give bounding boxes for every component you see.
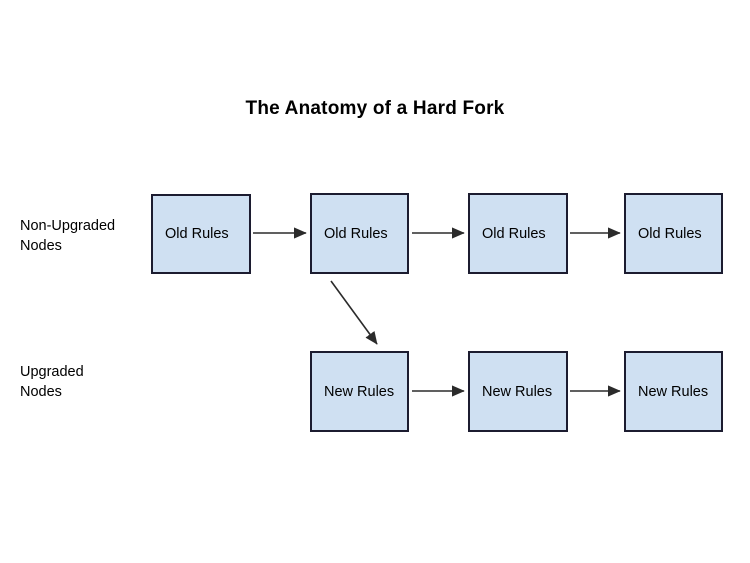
row-label-non-upgraded-nodes: Non-Upgraded Nodes (20, 218, 116, 254)
node-old-rules-4-label: Old Rules (638, 225, 702, 242)
node-old-rules-3-label: Old Rules (482, 225, 546, 242)
node-old-rules-2-label: Old Rules (324, 225, 388, 242)
arrow-fork-old-rules-2-to-new-rules-1 (330, 280, 378, 345)
page-title: The Anatomy of a Hard Fork (245, 98, 505, 119)
node-new-rules-3[interactable]: New Rules (624, 351, 723, 432)
row-label-upgraded-nodes: Upgraded Nodes (20, 364, 84, 400)
node-old-rules-1[interactable]: Old Rules (151, 194, 251, 274)
node-old-rules-4[interactable]: Old Rules (624, 193, 723, 274)
node-old-rules-2[interactable]: Old Rules (310, 193, 409, 274)
node-old-rules-1-label: Old Rules (165, 226, 229, 242)
node-new-rules-1[interactable]: New Rules (310, 351, 409, 432)
node-new-rules-2-label: New Rules (482, 383, 553, 400)
node-new-rules-1-label: New Rules (324, 383, 395, 400)
node-new-rules-3-label: New Rules (638, 383, 709, 400)
node-old-rules-3[interactable]: Old Rules (468, 193, 568, 274)
node-new-rules-2[interactable]: New Rules (468, 351, 568, 432)
